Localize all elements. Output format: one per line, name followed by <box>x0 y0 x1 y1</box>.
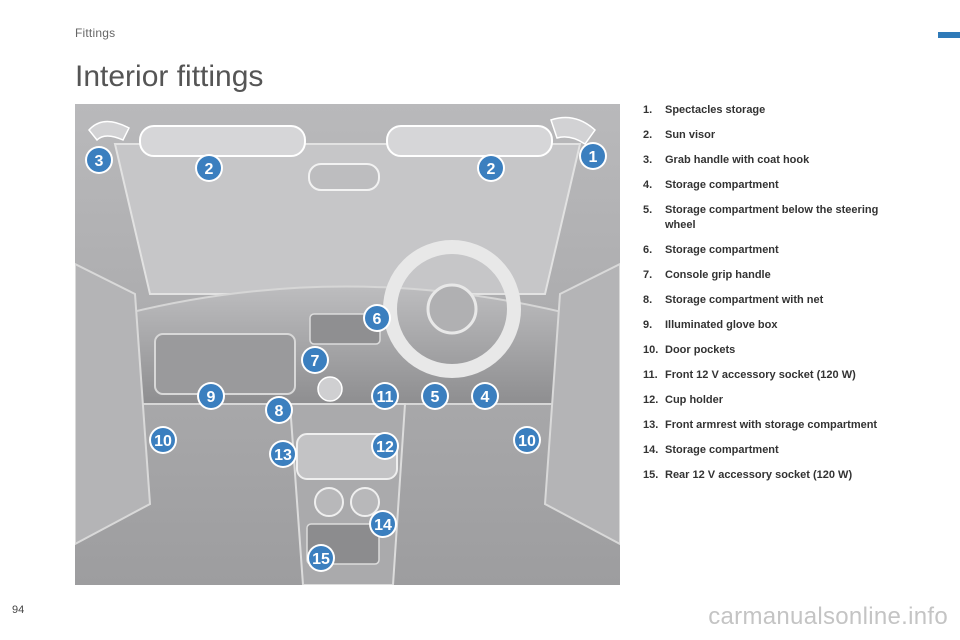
legend-item-text: Storage compartment <box>665 179 779 191</box>
legend-item: 6. Storage compartment <box>643 243 903 258</box>
callout-15[interactable]: 15 <box>307 544 335 572</box>
svg-text:10: 10 <box>518 433 536 450</box>
legend-item-number: 6. <box>643 244 653 256</box>
interior-illustration: 1 2 2 3 4 5 6 7 <box>75 104 620 585</box>
legend-item-number: 1. <box>643 104 653 116</box>
steering-wheel <box>383 240 521 378</box>
callout-2-right[interactable]: 2 <box>477 154 505 182</box>
svg-text:12: 12 <box>376 439 394 456</box>
legend-item-number: 9. <box>643 319 653 331</box>
svg-text:14: 14 <box>374 517 392 534</box>
section-marker <box>938 32 960 38</box>
legend-item-text: Storage compartment with net <box>665 294 824 306</box>
legend-item-text: Cup holder <box>665 394 724 406</box>
legend-item-text: Illuminated glove box <box>665 319 778 331</box>
legend-item: 14. Storage compartment <box>643 443 903 458</box>
callout-12[interactable]: 12 <box>371 432 399 460</box>
callout-8[interactable]: 8 <box>265 396 293 424</box>
legend-item-text: Storage compartment <box>665 444 779 456</box>
svg-text:1: 1 <box>589 149 598 166</box>
svg-text:8: 8 <box>275 403 284 420</box>
sun-visor-right <box>386 125 553 157</box>
svg-text:4: 4 <box>481 389 490 406</box>
legend-item-text: Front armrest with storage compartment <box>665 419 878 431</box>
legend-item-number: 12. <box>643 394 659 406</box>
legend-item: 4. Storage compartment <box>643 178 903 193</box>
legend-item: 10. Door pockets <box>643 343 903 358</box>
door-right <box>543 262 620 546</box>
legend-item: 12. Cup holder <box>643 393 903 408</box>
callout-4[interactable]: 4 <box>471 382 499 410</box>
callout-3[interactable]: 3 <box>85 146 113 174</box>
callout-6[interactable]: 6 <box>363 304 391 332</box>
legend-item-text: Grab handle with coat hook <box>665 154 810 166</box>
legend-item: 1. Spectacles storage <box>643 103 903 118</box>
svg-text:7: 7 <box>311 353 320 370</box>
legend-item: 3. Grab handle with coat hook <box>643 153 903 168</box>
page-title: Interior fittings <box>75 60 264 93</box>
callout-1[interactable]: 1 <box>579 142 607 170</box>
legend-list: 1. Spectacles storage 2. Sun visor 3. Grab … <box>643 103 903 493</box>
legend-item-number: 15. <box>643 469 659 481</box>
callout-14[interactable]: 14 <box>369 510 397 538</box>
legend-item-text: Console grip handle <box>665 269 771 281</box>
section-label: Fittings <box>75 26 116 40</box>
svg-text:2: 2 <box>487 161 496 178</box>
page-number: 94 <box>12 604 25 616</box>
callout-2-left[interactable]: 2 <box>195 154 223 182</box>
legend-item-text: Storage compartment below the steering w… <box>665 204 879 231</box>
callout-9[interactable]: 9 <box>197 382 225 410</box>
legend-item: 13. Front armrest with storage compartmen… <box>643 418 903 433</box>
legend-item: 11. Front 12 V accessory socket (120 W) <box>643 368 903 383</box>
callout-11[interactable]: 11 <box>371 382 399 410</box>
cup-holder <box>314 487 380 517</box>
svg-text:15: 15 <box>312 551 330 568</box>
svg-text:5: 5 <box>431 389 440 406</box>
svg-text:3: 3 <box>95 153 104 170</box>
legend-item: 8. Storage compartment with net <box>643 293 903 308</box>
legend-item: 7. Console grip handle <box>643 268 903 283</box>
svg-text:6: 6 <box>373 311 382 328</box>
svg-text:2: 2 <box>205 161 214 178</box>
callout-10-right[interactable]: 10 <box>513 426 541 454</box>
legend-item-number: 4. <box>643 179 653 191</box>
interior-drawing: 1 2 2 3 4 5 6 7 <box>75 104 620 585</box>
callout-10-left[interactable]: 10 <box>149 426 177 454</box>
legend-item-text: Spectacles storage <box>665 104 766 116</box>
legend-item-text: Sun visor <box>665 129 716 141</box>
legend-item-number: 7. <box>643 269 653 281</box>
legend-item-number: 3. <box>643 154 653 166</box>
sun-visor-left <box>139 125 306 157</box>
door-left <box>75 262 152 546</box>
legend-item-number: 8. <box>643 294 653 306</box>
legend-item-text: Front 12 V accessory socket (120 W) <box>665 369 856 381</box>
legend-item-text: Rear 12 V accessory socket (120 W) <box>665 469 853 481</box>
legend-item: 2. Sun visor <box>643 128 903 143</box>
legend-item: 5. Storage compartment below the steering… <box>643 203 903 233</box>
legend-item-text: Door pockets <box>665 344 736 356</box>
callout-7[interactable]: 7 <box>301 346 329 374</box>
svg-text:10: 10 <box>154 433 172 450</box>
grab-handle <box>88 120 130 142</box>
legend-item: 15. Rear 12 V accessory socket (120 W) <box>643 468 903 483</box>
callout-13[interactable]: 13 <box>269 440 297 468</box>
legend-item-number: 14. <box>643 444 659 456</box>
watermark: carmanualsonline.info <box>708 603 948 630</box>
legend-item-number: 5. <box>643 204 653 216</box>
svg-text:11: 11 <box>377 389 394 406</box>
legend-item-number: 13. <box>643 419 659 431</box>
legend-item-number: 10. <box>643 344 659 356</box>
svg-text:13: 13 <box>274 447 292 464</box>
glove-box <box>154 333 296 395</box>
callout-5[interactable]: 5 <box>421 382 449 410</box>
svg-text:9: 9 <box>207 389 216 406</box>
gear-lever <box>317 376 343 402</box>
legend-item-text: Storage compartment <box>665 244 779 256</box>
legend-item: 9. Illuminated glove box <box>643 318 903 333</box>
spectacles-storage <box>550 116 596 146</box>
rear-view-mirror <box>308 163 380 191</box>
legend-item-number: 2. <box>643 129 653 141</box>
legend-item-number: 11. <box>643 369 658 381</box>
